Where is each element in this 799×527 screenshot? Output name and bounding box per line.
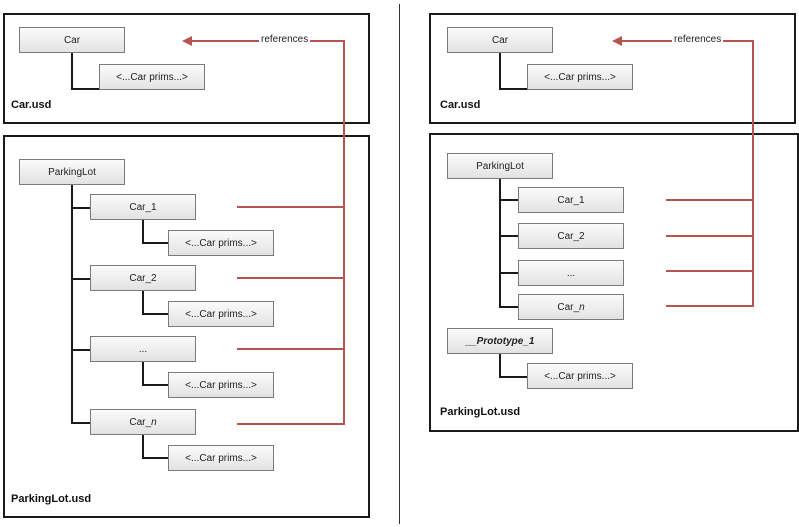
tree-line	[71, 53, 73, 89]
left-car-prims-node: <...Car prims...>	[99, 64, 205, 90]
left-car-n-label: Car_	[129, 416, 152, 428]
right-car-node-label: Car	[491, 34, 509, 46]
left-ellipsis-node: ...	[90, 336, 196, 362]
left-ref-line-car-2	[237, 277, 345, 279]
left-car-2-prims-node: <...Car prims...>	[168, 301, 274, 327]
right-parkinglot-label: ParkingLot	[476, 160, 524, 172]
left-car-n-prims-node: <...Car prims...>	[168, 445, 274, 471]
left-car-file-label: Car.usd	[11, 99, 52, 111]
right-ellipsis-node: ...	[518, 260, 624, 286]
left-ref-line-car-1	[237, 206, 345, 208]
tree-line	[142, 435, 144, 458]
tree-line	[142, 362, 144, 385]
right-car-node: Car	[447, 27, 553, 53]
tree-line	[142, 457, 168, 459]
right-prototype-prims-label: <...Car prims...>	[544, 370, 616, 382]
tree-line	[71, 88, 99, 90]
right-ref-line-car-1	[666, 199, 754, 201]
left-ref-line-ellipsis	[237, 348, 345, 350]
left-parkinglot-usd-panel: ParkingLot Car_1 <...Car prims...> Car_2…	[3, 135, 370, 518]
tree-line	[499, 235, 519, 237]
left-car-2-prims-label: <...Car prims...>	[185, 308, 257, 320]
right-car-2-label: Car_2	[557, 230, 585, 242]
left-ref-vertical-line	[343, 40, 345, 425]
tree-line	[499, 376, 527, 378]
right-car-file-label: Car.usd	[440, 99, 481, 111]
tree-line	[142, 220, 144, 243]
tree-line	[499, 354, 501, 377]
left-car-1-prims-label: <...Car prims...>	[185, 237, 257, 249]
left-car-node: Car	[19, 27, 125, 53]
left-car-usd-panel: Car <...Car prims...> Car.usd	[3, 13, 370, 124]
right-car-2-node: Car_2	[518, 223, 624, 249]
right-parkinglot-file-label: ParkingLot.usd	[440, 406, 521, 418]
left-car-n-suffix: n	[151, 416, 157, 428]
right-car-1-node: Car_1	[518, 187, 624, 213]
tree-line	[71, 422, 91, 424]
right-prototype-label: __Prototype_1	[465, 335, 535, 347]
left-ellipsis-label: ...	[138, 343, 148, 355]
tree-line	[71, 185, 73, 423]
right-ref-line-car-2	[666, 235, 754, 237]
center-divider	[399, 4, 400, 524]
right-car-n-label: Car_	[557, 301, 580, 313]
left-parkinglot-label: ParkingLot	[48, 166, 96, 178]
right-car-prims-node: <...Car prims...>	[527, 64, 633, 90]
right-prototype-prims-node: <...Car prims...>	[527, 363, 633, 389]
right-car-n-suffix: n	[579, 301, 585, 313]
tree-line	[71, 207, 91, 209]
left-car-2-node: Car_2	[90, 265, 196, 291]
left-car-1-label: Car_1	[129, 201, 157, 213]
left-ellipsis-prims-label: <...Car prims...>	[185, 379, 257, 391]
right-prototype-node: __Prototype_1	[447, 328, 553, 354]
tree-line	[142, 291, 144, 314]
left-ref-line-car-n	[237, 423, 345, 425]
left-parkinglot-node: ParkingLot	[19, 159, 125, 185]
left-parkinglot-file-label: ParkingLot.usd	[11, 493, 92, 505]
tree-line	[142, 313, 168, 315]
right-parkinglot-node: ParkingLot	[447, 153, 553, 179]
left-car-2-label: Car_2	[129, 272, 157, 284]
left-car-prims-label: <...Car prims...>	[116, 71, 188, 83]
left-car-1-node: Car_1	[90, 194, 196, 220]
right-car-1-label: Car_1	[557, 194, 585, 206]
tree-line	[499, 179, 501, 307]
tree-line	[499, 53, 501, 89]
left-car-n-node: Car_n	[90, 409, 196, 435]
left-car-node-label: Car	[63, 34, 81, 46]
left-ref-arrowhead-icon	[182, 36, 192, 46]
right-references-label: references	[672, 34, 724, 45]
tree-line	[499, 306, 519, 308]
tree-line	[499, 88, 527, 90]
right-car-n-node: Car_n	[518, 294, 624, 320]
right-parkinglot-usd-panel: ParkingLot Car_1 Car_2 ... Car_n __Proto…	[429, 133, 799, 432]
right-ref-arrowhead-icon	[612, 36, 622, 46]
left-car-1-prims-node: <...Car prims...>	[168, 230, 274, 256]
tree-line	[499, 199, 519, 201]
left-car-n-prims-label: <...Car prims...>	[185, 452, 257, 464]
right-ref-line-car-n	[666, 305, 754, 307]
right-ref-vertical-line	[752, 40, 754, 307]
tree-line	[71, 278, 91, 280]
right-car-prims-label: <...Car prims...>	[544, 71, 616, 83]
tree-line	[142, 384, 168, 386]
left-ellipsis-prims-node: <...Car prims...>	[168, 372, 274, 398]
right-ellipsis-label: ...	[566, 267, 576, 279]
right-car-usd-panel: Car <...Car prims...> Car.usd	[429, 13, 796, 124]
tree-line	[142, 242, 168, 244]
right-ref-line-ellipsis	[666, 270, 754, 272]
tree-line	[499, 272, 519, 274]
left-references-label: references	[259, 34, 311, 45]
tree-line	[71, 349, 91, 351]
